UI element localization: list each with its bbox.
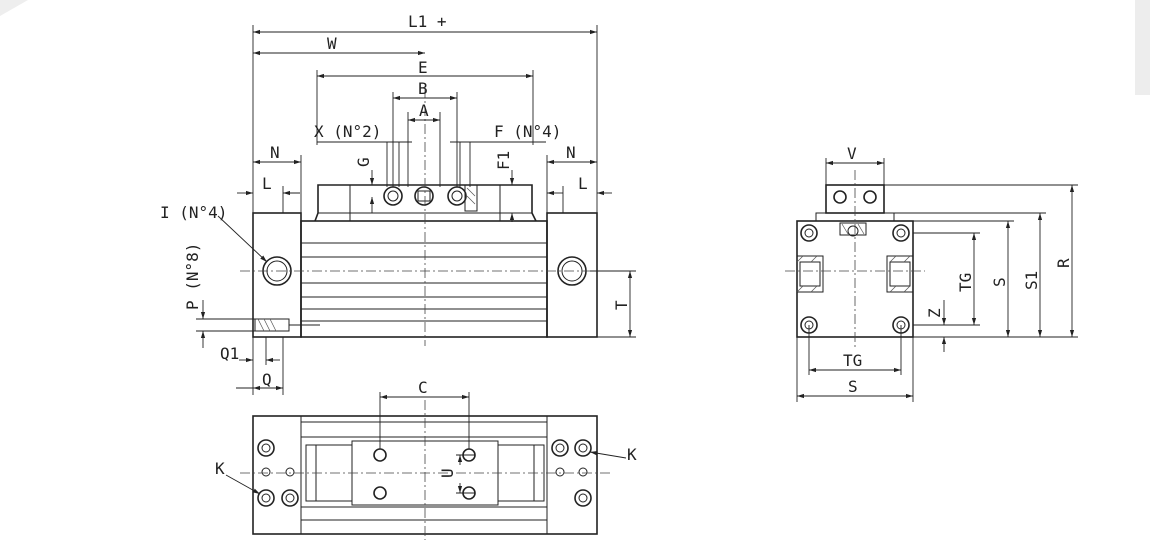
label-V: V (847, 144, 857, 163)
corner-decoration (0, 0, 28, 16)
label-T: T (612, 300, 631, 310)
label-Q1: Q1 (220, 344, 239, 363)
label-E: E (418, 58, 428, 77)
right-end-cap (546, 212, 598, 338)
label-S-vertical: S (990, 277, 1009, 287)
label-TG-horizontal: TG (843, 351, 862, 370)
label-S-horizontal: S (848, 377, 858, 396)
label-A: A (419, 101, 429, 120)
label-N-right: N (566, 143, 576, 162)
label-TG-vertical: TG (956, 273, 975, 292)
side-strip (1135, 0, 1150, 95)
label-K-left: K (215, 459, 225, 478)
left-end-cap (252, 212, 302, 338)
label-I: I (N°4) (160, 203, 227, 222)
front-view (240, 88, 610, 346)
carriage (314, 184, 537, 222)
label-B: B (418, 79, 428, 98)
label-F: F (N°4) (494, 122, 561, 141)
label-G: G (354, 157, 373, 167)
label-R: R (1054, 258, 1073, 268)
front-dimensions (196, 25, 636, 395)
side-view (785, 158, 1078, 402)
label-Q: Q (262, 370, 272, 389)
label-C: C (418, 378, 428, 397)
label-N-left: N (270, 143, 280, 162)
label-W: W (327, 34, 337, 53)
label-X: X (N°2) (314, 122, 381, 141)
label-L1: L1 + (408, 12, 447, 31)
label-Z: Z (925, 308, 944, 318)
label-P: P (N°8) (183, 243, 202, 310)
label-K-right: K (627, 445, 637, 464)
cylinder-barrel (300, 220, 548, 338)
label-L-left: L (262, 174, 272, 193)
label-S1: S1 (1022, 271, 1041, 290)
label-F1: F1 (494, 151, 513, 170)
label-L-right: L (578, 174, 588, 193)
label-U: U (438, 468, 457, 478)
top-view (225, 392, 627, 540)
